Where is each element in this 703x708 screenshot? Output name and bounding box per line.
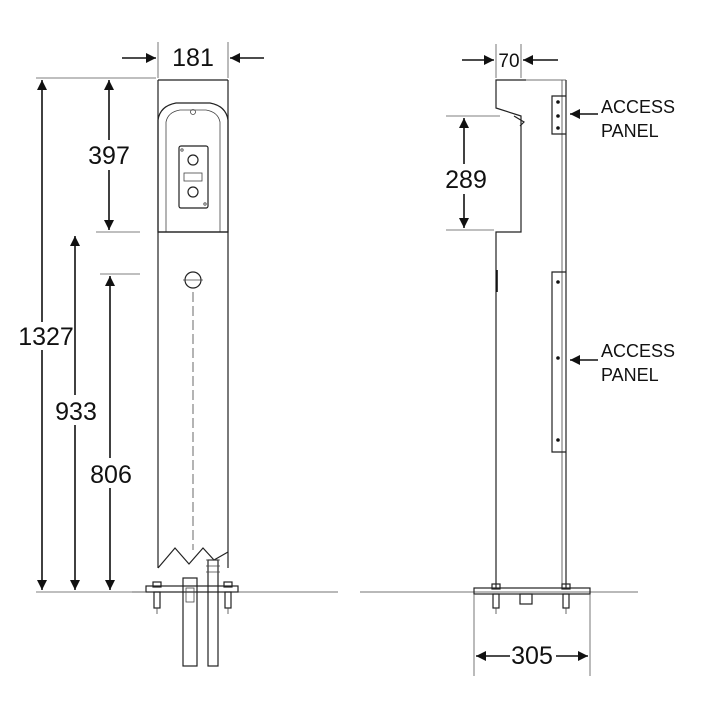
dim-head-height-label: 397 [88,142,130,170]
front-panel-screw-tl [180,148,184,152]
front-base-plate [145,585,239,593]
front-supply-pipe-right [207,559,219,667]
front-panel-button-upper [187,154,199,166]
side-access-panel-upper [551,95,566,135]
dim-base-label: 305 [511,642,553,670]
access-panel-upper-line1: ACCESS [601,97,675,117]
access-panel-upper-line2: PANEL [601,121,659,141]
dim-overall-height-label: 1327 [18,323,74,351]
front-panel-screw-br [203,202,207,206]
front-supply-pipe-left [182,577,198,667]
dim-height-806: 806 [90,273,140,590]
side-anchor-bolt-right [561,583,571,614]
front-panel-label [183,172,203,182]
front-view: 181 1327 397 933 806 [18,42,338,667]
side-base-plate [473,587,591,595]
side-drip-spout [513,115,525,127]
dim-806-label: 806 [90,461,132,489]
dim-depth-70: 70 [462,44,558,78]
front-anchor-bolt-left [152,581,162,614]
side-anchor-bolt-left [491,583,501,614]
dim-recess-label: 289 [445,166,487,194]
front-head-screw [190,109,196,115]
access-panel-lower-line2: PANEL [601,365,659,385]
dim-width-label: 181 [172,44,214,72]
dim-recess-289: 289 [445,115,500,231]
callout-access-panel-lower: ACCESS PANEL [570,341,675,385]
dim-height-933: 933 [55,236,97,590]
front-pipe-fitting [185,587,195,603]
dim-height-1327: 1327 [18,77,156,593]
front-anchor-bolt-right [223,581,233,614]
callout-access-panel-upper: ACCESS PANEL [570,97,675,141]
front-control-panel [178,145,209,209]
side-view: 70 289 305 ACCESS PANEL ACCESS PANEL [360,44,675,676]
dim-width-181: 181 [122,42,264,78]
front-break-line [157,547,229,569]
side-supply-pipe [519,593,533,605]
access-panel-lower-line1: ACCESS [601,341,675,361]
front-panel-button-lower [187,186,199,198]
front-head-inner [165,109,221,232]
front-head-housing [157,102,229,233]
front-pipe-coupling [206,559,220,573]
side-post-profile [495,79,567,588]
dim-depth-label: 70 [498,51,519,72]
side-access-panel-lower [551,271,566,453]
dim-933-label: 933 [55,398,97,426]
dim-base-305: 305 [473,594,591,676]
dim-height-397: 397 [88,80,140,233]
